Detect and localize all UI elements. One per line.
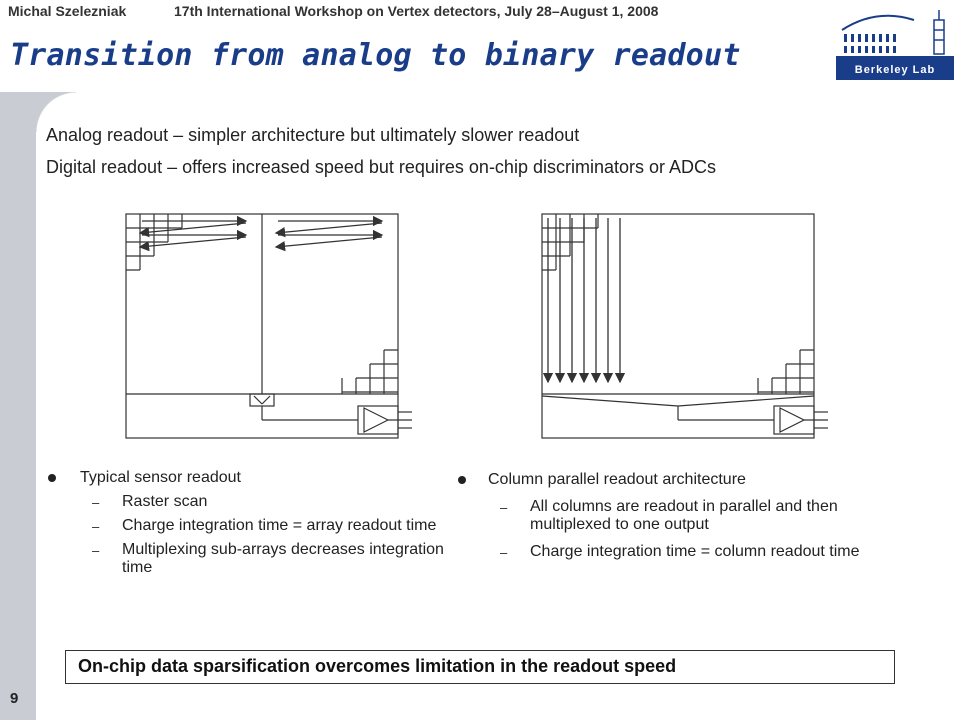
right-subitem-text: Charge integration time = column readout… <box>530 543 860 560</box>
right-subitem-text: All columns are readout in parallel and … <box>530 498 838 533</box>
left-bullet-list: Typical sensor readout – Raster scan – C… <box>46 468 456 577</box>
left-subitem: – Multiplexing sub-arrays decreases inte… <box>46 541 456 577</box>
dash-marker: – <box>92 519 100 534</box>
column-parallel-diagram <box>541 213 828 439</box>
slide-title: Transition from analog to binary readout <box>10 38 741 73</box>
intro-analog: Analog readout – simpler architecture bu… <box>46 125 580 145</box>
left-subitem-text: Raster scan <box>122 493 208 510</box>
bullet-dot <box>48 474 56 482</box>
dash-marker: – <box>92 495 100 510</box>
dash-marker: – <box>92 543 100 558</box>
left-subitem-text: Multiplexing sub-arrays decreases integr… <box>122 541 444 576</box>
left-bullet: Typical sensor readout <box>46 468 456 487</box>
right-bullet-text: Column parallel readout architecture <box>488 471 746 488</box>
conclusion-box: On-chip data sparsification overcomes li… <box>65 650 895 684</box>
right-subitem: – Charge integration time = column reado… <box>456 543 896 561</box>
header-author: Michal Szelezniak <box>8 3 127 19</box>
left-subitem: – Charge integration time = array readou… <box>46 517 456 535</box>
dash-marker: – <box>500 545 508 560</box>
left-bullet-text: Typical sensor readout <box>80 469 241 486</box>
intro-digital: Digital readout – offers increased speed… <box>46 157 716 177</box>
right-bullet: Column parallel readout architecture <box>456 470 896 489</box>
left-subitem: – Raster scan <box>46 493 456 511</box>
sidebar-corner <box>36 92 76 132</box>
logo-text: Berkeley Lab <box>855 64 935 76</box>
header-event: 17th International Workshop on Vertex de… <box>174 3 659 19</box>
page-number: 9 <box>10 690 19 707</box>
berkeley-lab-logo: Berkeley Lab <box>836 10 954 80</box>
raster-readout-diagram <box>125 213 412 439</box>
dash-marker: – <box>500 500 508 515</box>
bullet-dot <box>458 476 466 484</box>
sidebar-band <box>0 92 36 720</box>
left-subitem-text: Charge integration time = array readout … <box>122 517 437 534</box>
right-subitem: – All columns are readout in parallel an… <box>456 498 896 534</box>
right-bullet-list: Column parallel readout architecture – A… <box>456 470 896 561</box>
